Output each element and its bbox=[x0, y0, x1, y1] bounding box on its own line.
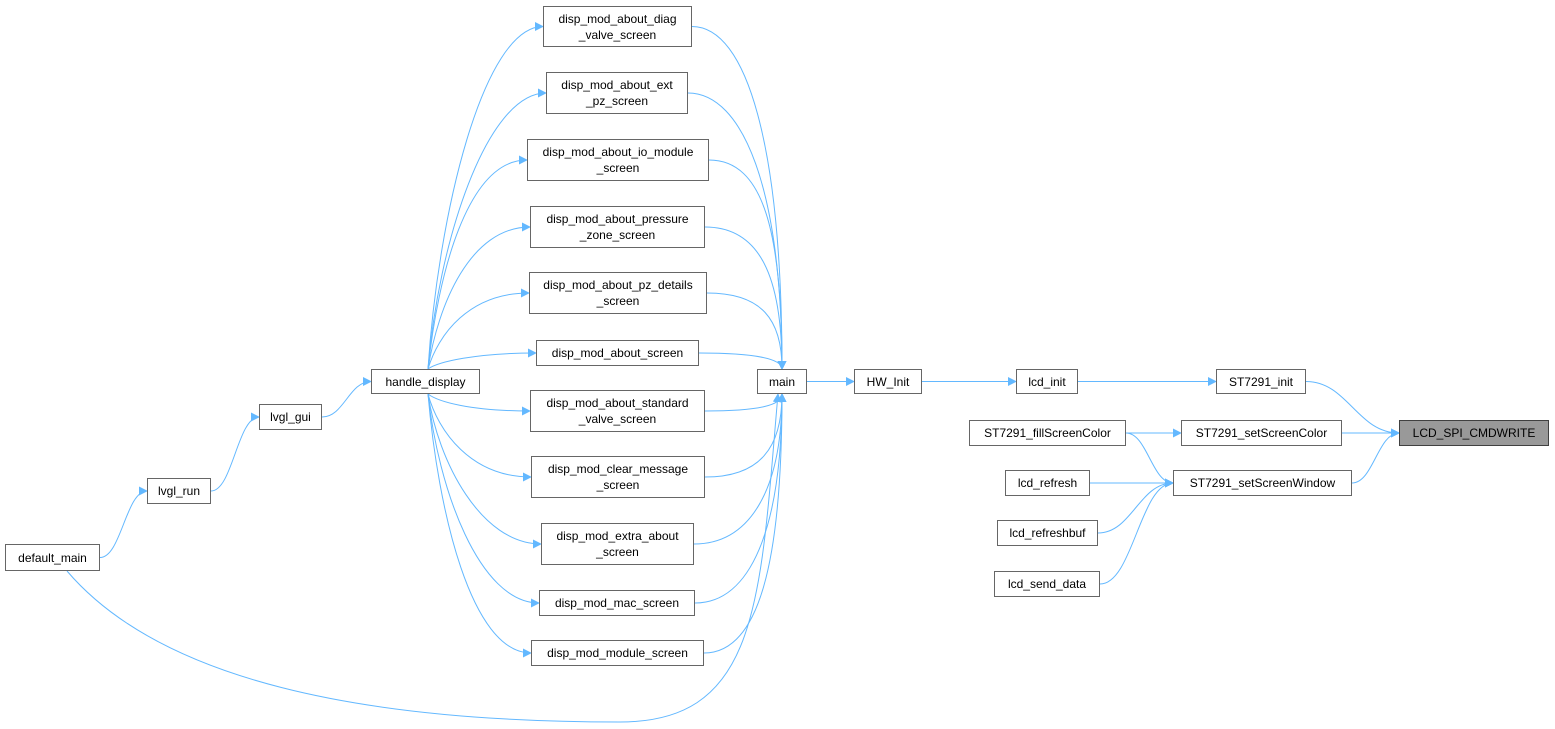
node-label-line: lcd_refreshbuf bbox=[1009, 526, 1086, 540]
node-label-line: ST7291_setScreenWindow bbox=[1189, 476, 1336, 490]
edge-handle_display-to-module_screen bbox=[427, 393, 532, 658]
node-label-line: default_main bbox=[18, 550, 87, 565]
node-label-line: LCD_SPI_CMDWRITE bbox=[1412, 426, 1536, 440]
node-hw-init[interactable]: HW_Init bbox=[854, 369, 922, 394]
edge-handle_display-to-about_screen bbox=[427, 348, 537, 370]
node-handle-display[interactable]: handle_display bbox=[371, 369, 480, 394]
edge-handle_display-to-standard_valve bbox=[427, 393, 531, 416]
node-label-line: main bbox=[768, 374, 795, 389]
node-disp-mod-about-pz-details-screen[interactable]: disp_mod_about_pz_details _screen bbox=[529, 272, 707, 314]
node-label-line: disp_mod_about_pressure bbox=[546, 212, 689, 226]
node-label-line: lvgl_gui bbox=[270, 410, 311, 424]
edge-mac_screen-to-main bbox=[694, 393, 787, 604]
node-lvgl-run[interactable]: lvgl_run bbox=[147, 478, 211, 504]
edge-handle_display-to-mac_screen bbox=[427, 393, 540, 608]
edge-handle_display-to-pressure_zone bbox=[427, 222, 531, 370]
edge-handle_display-to-ext_pz bbox=[427, 88, 547, 370]
node-disp-mod-about-diag-valve-screen[interactable]: disp_mod_about_diag_valve_screen bbox=[543, 6, 692, 47]
edge-lcd_send_data-to-set_screen_window bbox=[1099, 478, 1174, 585]
edge-set_screen_window-to-lcd_spi_cmdwrite bbox=[1351, 428, 1400, 484]
edge-diag_valve-to-main bbox=[691, 26, 787, 370]
node-default-main[interactable]: default_main bbox=[5, 544, 100, 571]
node-label-line: ST7291_setScreenColor bbox=[1195, 426, 1328, 440]
edge-lvgl_run-to-lvgl_gui bbox=[210, 412, 260, 492]
node-label-line: disp_mod_about_standard bbox=[546, 396, 689, 410]
node-disp-mod-about-screen[interactable]: disp_mod_about_screen bbox=[536, 340, 699, 366]
node-label-line: handle_display bbox=[385, 374, 466, 389]
edge-handle_display-to-diag_valve bbox=[427, 22, 544, 370]
node-lcd-refreshbuf[interactable]: lcd_refreshbuf bbox=[997, 520, 1098, 546]
node-label-line: disp_mod_about_ext bbox=[561, 78, 673, 92]
node-lcd-refresh[interactable]: lcd_refresh bbox=[1005, 470, 1090, 496]
node-label-line: HW_Init bbox=[866, 374, 910, 389]
node-label-line: lcd_refresh bbox=[1017, 476, 1078, 490]
node-label-line: _screen bbox=[596, 478, 640, 492]
node-st7291-fillscreencolor[interactable]: ST7291_fillScreenColor bbox=[969, 420, 1126, 446]
node-disp-mod-module-screen[interactable]: disp_mod_module_screen bbox=[531, 640, 704, 666]
node-label-line: ST7291_init bbox=[1228, 374, 1294, 389]
edge-about_screen-to-main bbox=[698, 352, 787, 370]
node-lcd-spi-cmdwrite: LCD_SPI_CMDWRITE bbox=[1399, 420, 1549, 446]
node-disp-mod-about-io-module-screen[interactable]: disp_mod_about_io_module _screen bbox=[527, 139, 709, 181]
node-label-line: lvgl_run bbox=[157, 484, 201, 498]
node-label-line: _valve_screen bbox=[578, 412, 657, 426]
node-label-line: _screen bbox=[596, 294, 640, 308]
node-label-line: _screen bbox=[596, 161, 640, 175]
node-disp-mod-about-ext-pz-screen[interactable]: disp_mod_about_ext _pz_screen bbox=[546, 72, 688, 114]
node-lvgl-gui[interactable]: lvgl_gui bbox=[259, 404, 322, 430]
node-label-line: lcd_send_data bbox=[1007, 577, 1087, 591]
edge-handle_display-to-io_module bbox=[427, 155, 528, 370]
edge-st7291_init-to-lcd_spi_cmdwrite bbox=[1305, 381, 1400, 438]
node-label-line: disp_mod_about_screen bbox=[551, 346, 684, 360]
node-disp-mod-extra-about-screen[interactable]: disp_mod_extra_about _screen bbox=[541, 523, 694, 565]
node-label-line: _zone_screen bbox=[579, 228, 656, 242]
edge-lcd_refreshbuf-to-set_screen_window bbox=[1097, 478, 1174, 534]
node-label-line: disp_mod_clear_message bbox=[547, 462, 689, 476]
edge-default_main-to-main bbox=[66, 393, 782, 723]
edge-handle_display-to-extra_about bbox=[427, 393, 542, 549]
node-label-line: disp_mod_about_diag bbox=[558, 11, 677, 26]
node-lcd-send-data[interactable]: lcd_send_data bbox=[994, 571, 1100, 597]
node-disp-mod-clear-message-screen[interactable]: disp_mod_clear_message _screen bbox=[531, 456, 705, 498]
node-st7291-setscreencolor[interactable]: ST7291_setScreenColor bbox=[1181, 420, 1342, 446]
node-disp-mod-mac-screen[interactable]: disp_mod_mac_screen bbox=[539, 590, 695, 616]
edge-clear_message-to-main bbox=[704, 393, 787, 478]
node-label-line: disp_mod_mac_screen bbox=[554, 596, 680, 610]
node-st7291-init[interactable]: ST7291_init bbox=[1216, 369, 1306, 394]
node-disp-mod-about-standard-valve-screen[interactable]: disp_mod_about_standard _valve_screen bbox=[530, 390, 705, 432]
node-label-line: lcd_init bbox=[1028, 374, 1066, 389]
edge-fill_screen_color-to-set_screen_window bbox=[1125, 432, 1174, 488]
edge-module_screen-to-main bbox=[703, 393, 787, 654]
node-label-line: ST7291_fillScreenColor bbox=[984, 426, 1111, 440]
node-label-line: disp_mod_about_io_module bbox=[542, 145, 694, 159]
node-lcd-init[interactable]: lcd_init bbox=[1016, 369, 1078, 394]
edge-pressure_zone-to-main bbox=[704, 226, 787, 370]
node-label-line: disp_mod_extra_about bbox=[556, 529, 679, 543]
node-label-line: disp_mod_about_pz_details bbox=[543, 278, 693, 292]
edge-default_main-to-lvgl_run bbox=[99, 486, 148, 558]
edge-handle_display-to-pz_details bbox=[427, 288, 530, 370]
edge-handle_display-to-clear_message bbox=[427, 393, 532, 482]
edge-io_module-to-main bbox=[708, 159, 787, 370]
node-label-line: disp_mod_module_screen bbox=[547, 646, 688, 660]
node-disp-mod-about-pressure-zone-screen[interactable]: disp_mod_about_pressure _zone_screen bbox=[530, 206, 705, 248]
edge-extra_about-to-main bbox=[693, 393, 787, 545]
edge-lvgl_gui-to-handle_display bbox=[321, 377, 372, 418]
edge-standard_valve-to-main bbox=[704, 393, 787, 412]
node-st7291-setscreenwindow[interactable]: ST7291_setScreenWindow bbox=[1173, 470, 1352, 496]
node-main[interactable]: main bbox=[757, 369, 807, 394]
edge-pz_details-to-main bbox=[706, 292, 787, 370]
node-label-line: _screen bbox=[596, 545, 639, 559]
node-label-line: _valve_screen bbox=[578, 27, 657, 42]
node-label-line: _pz_screen bbox=[585, 94, 649, 108]
